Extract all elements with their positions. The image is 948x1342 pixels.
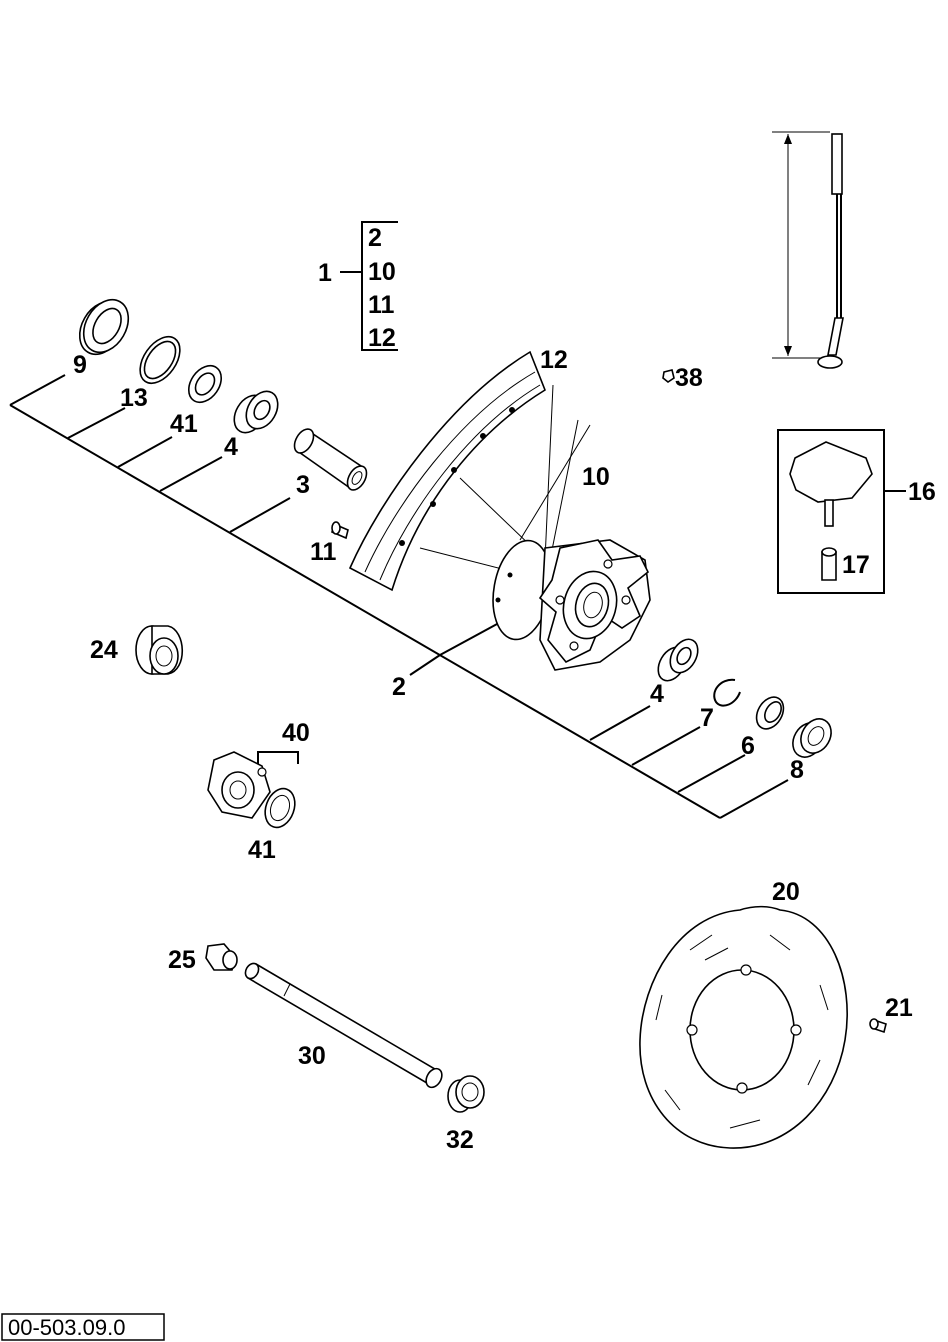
callout-16: 16 xyxy=(908,478,936,506)
callout-24: 24 xyxy=(90,636,118,664)
nipple-11 xyxy=(331,521,349,540)
rim-segment-12 xyxy=(348,350,546,592)
callout-3: 3 xyxy=(296,471,310,499)
callout-21: 21 xyxy=(885,994,913,1022)
drawing-reference-text: 00-503.09.0 xyxy=(8,1315,125,1340)
callout-25: 25 xyxy=(168,946,196,974)
circlip-7 xyxy=(713,678,741,707)
callout-2: 2 xyxy=(392,673,406,701)
callout-2-group: 2 xyxy=(368,224,382,252)
callout-11: 11 xyxy=(310,538,337,566)
small-part-38 xyxy=(662,369,675,383)
drawing-reference: 00-503.09.0 xyxy=(1,1313,165,1341)
snap-ring-41 xyxy=(187,364,223,404)
callout-38: 38 xyxy=(675,364,703,392)
callout-32: 32 xyxy=(446,1126,474,1154)
callout-17: 17 xyxy=(842,551,870,579)
callout-8: 8 xyxy=(790,756,804,784)
callout-30: 30 xyxy=(298,1042,326,1070)
callout-12-group: 12 xyxy=(368,324,396,352)
callout-40: 40 xyxy=(282,719,310,747)
valve-box xyxy=(777,429,906,594)
callout-20: 20 xyxy=(772,878,800,906)
callout-41: 41 xyxy=(170,410,198,438)
speedo-drive-40 xyxy=(207,751,299,829)
callout-12: 12 xyxy=(540,346,568,374)
callout-4: 4 xyxy=(224,433,238,461)
spoke-length-gauge xyxy=(772,131,844,369)
axle-nut-25 xyxy=(205,943,238,971)
wheel-hub-2 xyxy=(492,539,651,671)
callout-4-right: 4 xyxy=(650,680,664,708)
disc-screw-21 xyxy=(869,1018,887,1034)
callout-1: 1 xyxy=(318,259,332,287)
assembly-bracket-1: 1 2 10 11 12 xyxy=(318,221,398,352)
spacer-32 xyxy=(447,1075,485,1113)
assembly-axis-line xyxy=(9,374,789,819)
o-ring-13 xyxy=(139,336,181,384)
axle-30 xyxy=(244,962,443,1089)
spacer-24 xyxy=(135,625,183,675)
callout-10-group: 10 xyxy=(368,258,396,286)
bearing-4 xyxy=(233,390,279,434)
callout-13: 13 xyxy=(120,384,148,412)
callout-41-lower: 41 xyxy=(248,836,276,864)
callout-6: 6 xyxy=(741,732,755,760)
bearing-4-right xyxy=(657,638,699,682)
spacer-8 xyxy=(792,718,832,758)
callout-11-group: 11 xyxy=(368,291,395,319)
callout-10: 10 xyxy=(582,463,610,491)
seal-6 xyxy=(755,696,785,730)
brake-disc-20 xyxy=(639,905,848,1149)
callout-9: 9 xyxy=(73,351,87,379)
seal-ring-9 xyxy=(78,298,130,356)
callout-7: 7 xyxy=(700,704,714,732)
spacer-sleeve-3 xyxy=(293,428,368,491)
